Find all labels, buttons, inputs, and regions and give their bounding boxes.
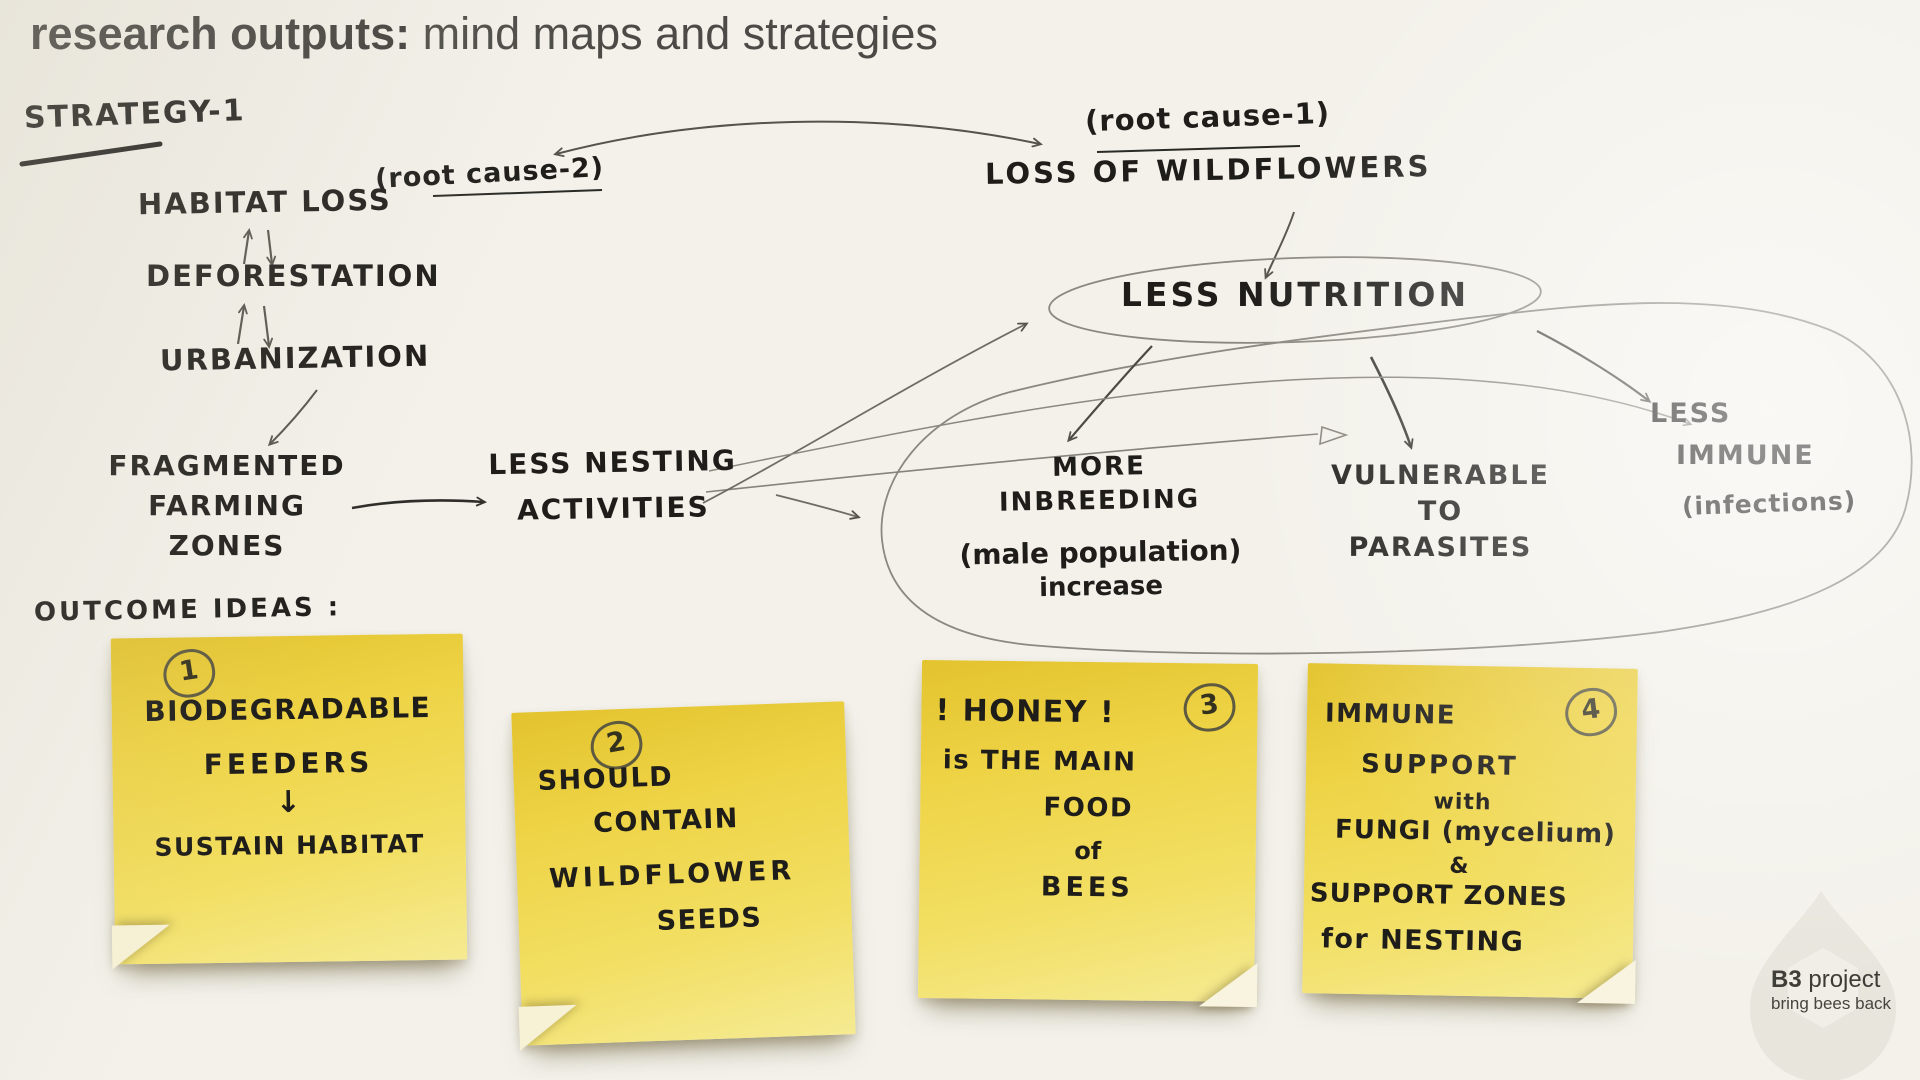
sticky-note-1: 1 BIODEGRADABLE FEEDERS ↓ SUSTAIN HABITA… bbox=[110, 633, 468, 970]
node-fragmented-line3: ZONES bbox=[168, 529, 286, 562]
note-1-corner-fold bbox=[111, 924, 171, 970]
page-title: research outputs: mind maps and strategi… bbox=[30, 8, 938, 60]
note-4-line: & bbox=[1449, 853, 1471, 880]
page-title-light: mind maps and strategies bbox=[410, 8, 938, 59]
note-3-line: ! HONEY ! bbox=[935, 693, 1116, 731]
arrow-farming-to-nesting bbox=[351, 496, 488, 510]
node-fragmented-line1: FRAGMENTED bbox=[108, 449, 346, 482]
node-more-inbreeding-line1: MORE bbox=[1051, 451, 1147, 483]
sticky-note-4: 4 IMMUNE SUPPORT with FUNGI (mycelium) &… bbox=[1302, 663, 1638, 1004]
arrow-between-root-causes bbox=[553, 120, 1043, 157]
note-4-number-badge: 4 bbox=[1562, 685, 1620, 740]
note-4-line: SUPPORT bbox=[1360, 749, 1520, 782]
arrow-nutrition-to-inbreeding bbox=[1067, 345, 1153, 443]
open-triangle-arrowhead bbox=[1319, 425, 1349, 446]
note-3-line: is THE MAIN bbox=[942, 745, 1137, 778]
strategy-underline bbox=[19, 141, 163, 167]
node-more-inbreeding-line4: increase bbox=[1038, 570, 1164, 604]
arrow-down-habitat-deforestation bbox=[266, 229, 277, 267]
page-title-strong: research outputs: bbox=[30, 8, 411, 59]
arrow-up-deforestation-urbanization bbox=[236, 303, 248, 345]
note-3-number-badge: 3 bbox=[1180, 680, 1239, 735]
node-vulnerable-to-parasites: VULNERABLE TO PARASITES bbox=[1318, 458, 1563, 566]
arrow-urbanization-to-fragmented bbox=[267, 389, 318, 447]
note-1-number-badge: 1 bbox=[159, 645, 219, 702]
note-4-line: IMMUNE bbox=[1324, 698, 1457, 731]
outcome-ideas-label: OUTCOME IDEAS : bbox=[33, 592, 342, 628]
node-fragmented-farming-zones: FRAGMENTED FARMING ZONES bbox=[92, 446, 362, 566]
note-3-corner-fold bbox=[1198, 962, 1258, 1008]
arrow-nesting-to-nutrition bbox=[702, 322, 1029, 504]
note-3-line: FOOD bbox=[1043, 792, 1134, 824]
note-1-line: BIODEGRADABLE bbox=[144, 691, 432, 729]
node-more-inbreeding: MORE INBREEDING (male population) increa… bbox=[934, 447, 1267, 607]
arrow-wildflowers-to-nutrition bbox=[1264, 211, 1295, 280]
node-deforestation: DEFORESTATION bbox=[146, 259, 441, 293]
node-less-nutrition: LESS NUTRITION bbox=[1120, 275, 1470, 314]
note-3-line: BEES bbox=[1040, 871, 1134, 904]
node-fragmented-line2: FARMING bbox=[148, 489, 306, 522]
sticky-note-2: 2 SHOULD CONTAIN WILDFLOWER SEEDS bbox=[511, 701, 856, 1051]
node-vulnerable-line1: VULNERABLE bbox=[1331, 460, 1550, 491]
arrow-up-habitat-deforestation bbox=[242, 228, 253, 265]
note-2-line: WILDFLOWER bbox=[548, 855, 796, 895]
arrow-nutrition-to-immune bbox=[1536, 330, 1652, 403]
node-more-inbreeding-line3: (male population) bbox=[959, 533, 1242, 572]
node-less-immune-line1: LESS bbox=[1650, 398, 1732, 429]
note-2-line: SHOULD bbox=[537, 761, 674, 798]
logo-tagline: bring bees back bbox=[1771, 994, 1892, 1013]
note-1-line: SUSTAIN HABITAT bbox=[154, 829, 426, 862]
root-cause-2-underline bbox=[432, 189, 603, 197]
node-habitat-loss: HABITAT LOSS bbox=[137, 182, 393, 222]
node-urbanization: URBANIZATION bbox=[159, 338, 431, 378]
note-1-down-arrow: ↓ bbox=[275, 784, 303, 821]
note-1-line: FEEDERS bbox=[203, 745, 374, 782]
note-4-line: SUPPORT ZONES bbox=[1309, 878, 1569, 913]
note-4-line: FUNGI (mycelium) bbox=[1334, 814, 1617, 850]
node-less-immune-line3: (infections) bbox=[1681, 485, 1857, 522]
note-2-line: SEEDS bbox=[656, 902, 763, 937]
node-less-immune-line2: IMMUNE bbox=[1676, 440, 1815, 471]
note-4-line: for NESTING bbox=[1320, 923, 1525, 958]
node-less-nesting-line2: ACTIVITIES bbox=[516, 490, 710, 527]
arrow-down-deforestation-urbanization bbox=[262, 305, 274, 349]
note-4-corner-fold bbox=[1577, 958, 1636, 1004]
arrow-activities-to-blob bbox=[775, 494, 861, 520]
logo-name-strong: B3 bbox=[1771, 966, 1802, 993]
sticky-note-3: 3 ! HONEY ! is THE MAIN FOOD of BEES bbox=[917, 659, 1259, 1008]
logo-name-rest: project bbox=[1801, 966, 1881, 993]
node-vulnerable-line2: TO bbox=[1417, 496, 1464, 527]
node-less-nesting-line1: LESS NESTING bbox=[488, 443, 738, 482]
node-less-nesting-activities: LESS NESTING ACTIVITIES bbox=[467, 437, 759, 534]
note-2-corner-fold bbox=[518, 1004, 579, 1051]
note-3-line: of bbox=[1074, 836, 1102, 866]
note-4-line: with bbox=[1433, 789, 1492, 816]
node-more-inbreeding-line2: INBREEDING bbox=[998, 484, 1201, 518]
arrow-nutrition-to-vulnerable bbox=[1369, 356, 1414, 450]
node-vulnerable-line3: PARASITES bbox=[1348, 532, 1533, 563]
logo-name: B3 project bbox=[1771, 966, 1880, 994]
note-2-line: CONTAIN bbox=[592, 803, 740, 840]
